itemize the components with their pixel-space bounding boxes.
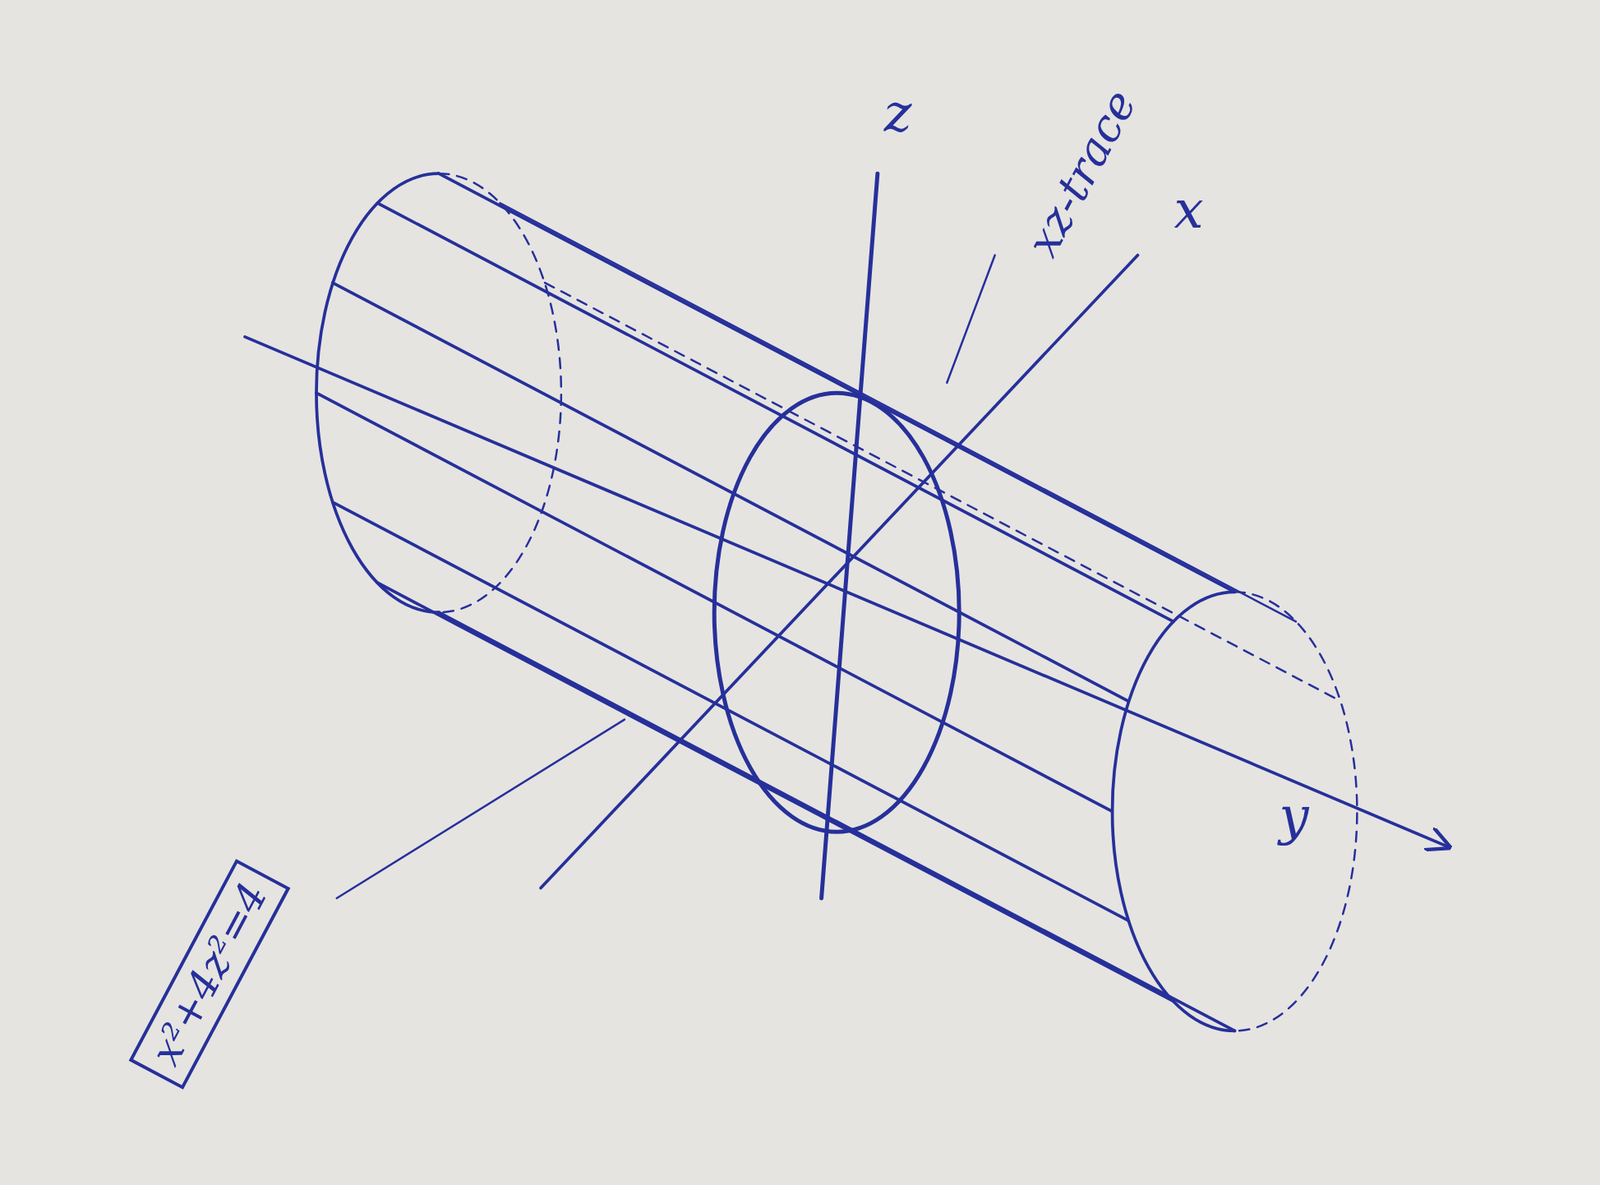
axis-label: x: [1174, 183, 1204, 236]
trace-label: xz-trace: [1019, 83, 1144, 264]
axis-label: z: [884, 86, 913, 139]
axis-label: y: [1278, 789, 1309, 843]
equation-text: x²+4z²=4: [141, 875, 277, 1074]
equation-box: x²+4z²=4: [128, 858, 291, 1090]
